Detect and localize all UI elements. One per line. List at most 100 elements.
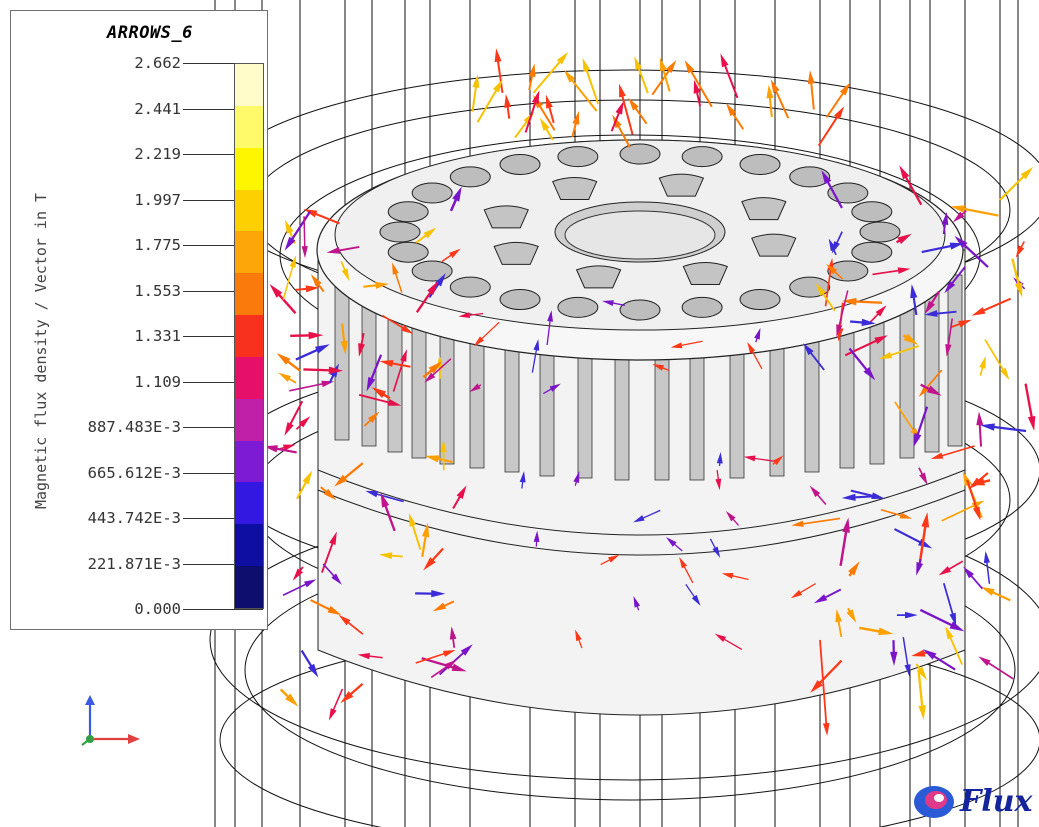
flux-arrow [770,79,790,119]
flux-arrow [835,609,843,638]
flux-arrow [532,52,569,94]
flux-arrow [810,659,843,693]
flux-arrow [747,342,763,370]
flux-arrow [292,566,304,581]
flux-arrow [441,248,461,263]
flux-arrow [743,455,776,463]
flux-arrow [295,285,320,293]
flux-arrow [295,416,311,430]
legend-tick-label: 221.871E-3 [87,554,181,573]
flux-arrow [278,372,297,384]
rotor-slot-hole [499,153,541,175]
legend-color-swatch [235,231,263,274]
flux-arrow [365,490,404,503]
flux-arrow [754,327,761,343]
flux-arrow [715,470,722,491]
legend-tick-line [183,563,263,565]
flux-arrow [612,114,631,148]
flux-arrow [966,479,981,521]
rotor-slot-hole [827,182,869,204]
flux-arrow [817,106,845,147]
color-scale-bar [234,63,264,609]
flux-arrow [284,210,312,251]
flux-arrow [424,455,453,464]
flux-arrow [379,360,411,368]
flux-arrows [263,48,1036,737]
flux-arrow [415,650,456,664]
rotor-pocket [575,265,622,289]
flux-arrow [539,117,554,141]
flux-arrow [945,318,954,357]
rotor-slot-hole [387,201,429,223]
flux-arrow [983,550,991,584]
flux-arrow [284,400,304,436]
flux-arrow [670,340,703,349]
flux-arrow [685,583,701,606]
flux-arrow [469,383,482,392]
flux-logo-text: Flux [960,784,1033,819]
flux-arrow [913,406,929,448]
flux-arrow [666,537,683,552]
legend-tick-label: 1.109 [134,372,181,391]
flux-arrow [910,284,918,316]
flux-arrow [716,452,723,467]
flux-arrow [807,70,815,110]
flux-arrow [895,233,912,245]
legend-color-swatch [235,566,263,608]
legend-color-swatch [235,147,263,190]
rotor-pocket [741,197,787,221]
flux-arrow [328,688,344,721]
flux-arrow [494,48,504,93]
flux-arrow [984,339,1010,381]
flux-arrow [828,238,837,256]
legend-color-swatch [235,482,263,525]
flux-arrow [826,263,844,280]
flux-arrow [363,281,390,289]
legend-tick-line [183,63,263,64]
stator-body [316,139,966,716]
flux-arrow [334,462,364,487]
flux-arrow [473,321,500,347]
flux-arrow [269,284,297,314]
flux-arrow [848,561,860,577]
legend-tick-line [183,245,263,246]
flux-arrow [896,611,918,619]
rotor-slot-hole [411,260,453,282]
stator-slot [947,274,963,447]
rotor-slot-hole [681,146,723,168]
flux-arrow [803,343,825,371]
flux-arrow [872,267,911,276]
flux-arrow [432,600,455,612]
flux-arrow [358,332,365,357]
rotor-slot-hole [851,241,893,263]
flux-arrow [917,671,926,721]
flux-arrow [600,554,620,566]
flux-arrow [980,423,1027,433]
rotor-slot-hole [827,260,869,282]
flux-arrow [321,531,337,573]
flux-arrow [310,599,342,616]
flux-arrow [504,94,512,119]
legend-tick-label: 2.662 [134,54,181,72]
flux-arrow [357,652,383,660]
flux-arrow [809,485,827,506]
flux-arrow [408,512,422,550]
legend-tick-label: 1.331 [134,327,181,345]
flux-arrow [524,90,540,133]
flux-arrow [279,444,296,451]
flux-arrow [980,586,1011,602]
flux-arrow [921,242,964,254]
flux-arrow [602,300,625,307]
flux-arrow [999,166,1034,201]
rotor-pocket [682,261,728,285]
flux-arrow [725,103,745,130]
rotor-slot-hole [557,146,599,168]
flux-arrow [930,445,975,460]
flux-logo: Flux [910,782,1035,822]
flux-arrow [528,63,536,91]
rotor-pocket [751,233,797,257]
flux-arrow [941,211,949,235]
flux-arrow [415,227,437,244]
rotor-slot-hole [411,182,453,204]
